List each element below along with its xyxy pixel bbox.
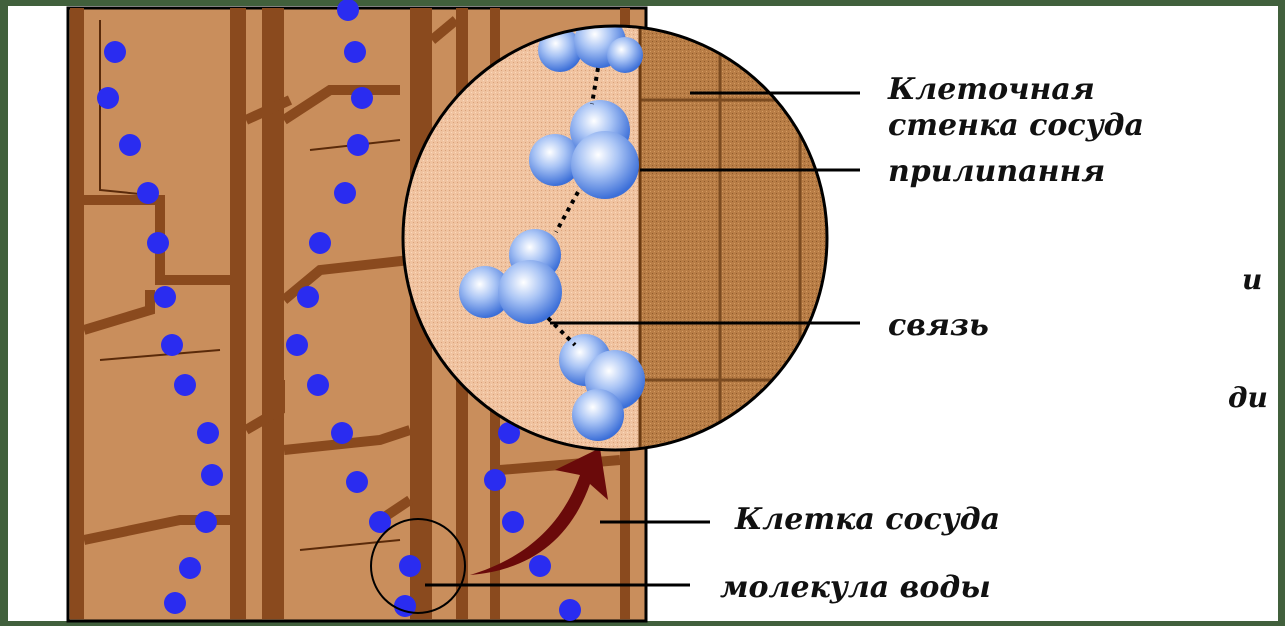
water-dot [337, 0, 359, 21]
water-dot [161, 334, 183, 356]
label-water-molecule: молекула воды [720, 570, 991, 606]
water-dot [399, 555, 421, 577]
water-dot [309, 232, 331, 254]
water-dot [164, 592, 186, 614]
label-partial-1: и [1242, 262, 1262, 298]
water-dot [286, 334, 308, 356]
water-dot [179, 557, 201, 579]
water-dot [334, 182, 356, 204]
water-dot [147, 232, 169, 254]
water-dot [97, 87, 119, 109]
water-dot [104, 41, 126, 63]
label-vessel-cell: Клетка сосуда [735, 502, 1000, 538]
water-dot [559, 599, 581, 621]
water-dot [201, 464, 223, 486]
label-adhesion: прилипання [888, 154, 1105, 190]
water-dot [331, 422, 353, 444]
label-cell-wall-line1: Клеточная [888, 72, 1095, 108]
label-cell-wall-line2: стенка сосуда [888, 108, 1144, 144]
water-dot [307, 374, 329, 396]
water-dot [351, 87, 373, 109]
label-partial-2: ди [1228, 380, 1268, 416]
water-dot [154, 286, 176, 308]
water-dot [174, 374, 196, 396]
label-bond: связь [888, 308, 989, 344]
water-dot [297, 286, 319, 308]
water-dot [344, 41, 366, 63]
water-dot [484, 469, 506, 491]
water-dot [119, 134, 141, 156]
water-dot [137, 182, 159, 204]
water-dot [346, 471, 368, 493]
water-dot [502, 511, 524, 533]
water-dot [529, 555, 551, 577]
water-dot [195, 511, 217, 533]
water-dot [347, 134, 369, 156]
water-dot [197, 422, 219, 444]
